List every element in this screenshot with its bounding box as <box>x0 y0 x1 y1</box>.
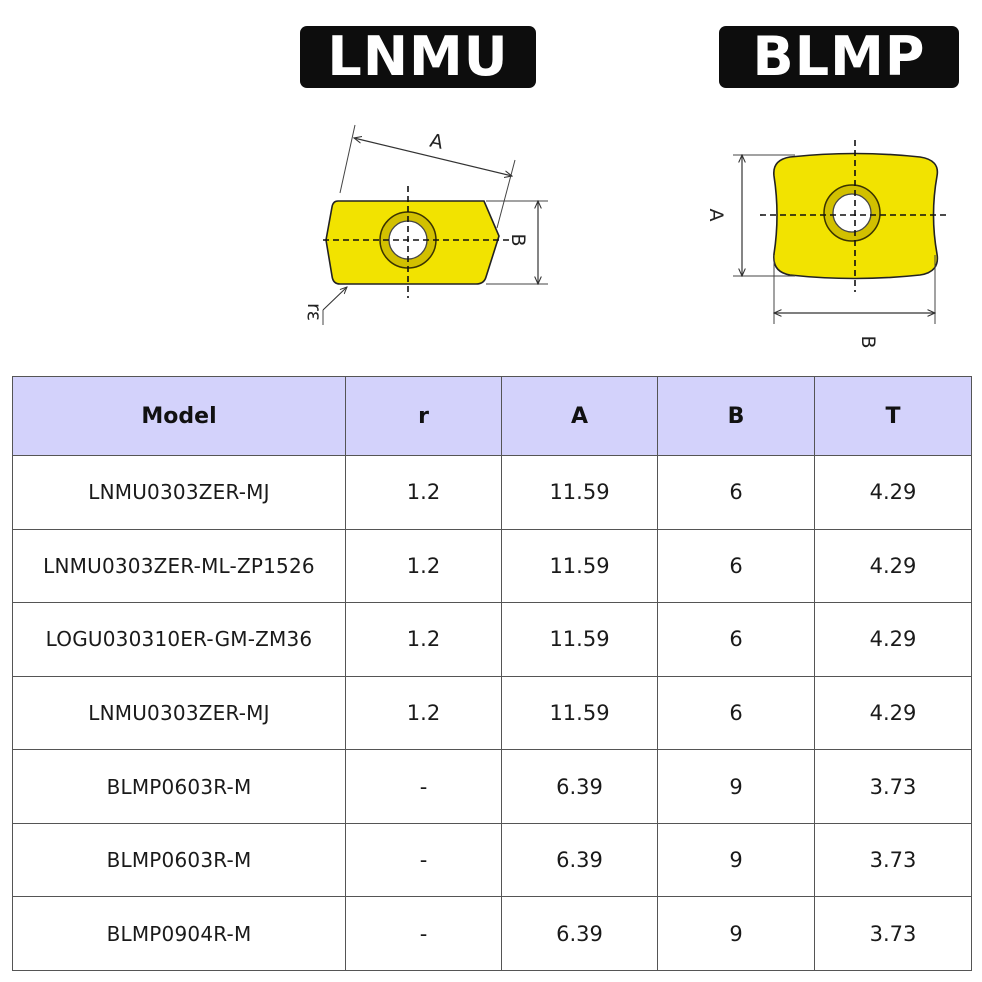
cell-t: 4.29 <box>814 602 972 677</box>
lnmu-dim-b-label: B <box>507 233 529 246</box>
blmp-hole <box>832 193 872 233</box>
table-row: LOGU030310ER-GM-ZM36 1.2 11.59 6 4.29 <box>12 602 972 677</box>
cell-b: 6 <box>657 455 815 530</box>
cell-r: 1.2 <box>345 675 502 751</box>
header-t: T <box>814 376 972 456</box>
cell-a: 6.39 <box>501 749 658 824</box>
insert-diagrams: A B rε A B <box>303 124 950 349</box>
table-row: LNMU0303ZER-MJ 1.2 11.59 6 4.29 <box>12 455 972 530</box>
cell-r: - <box>345 896 502 971</box>
cell-a: 11.59 <box>501 528 658 604</box>
cell-a: 6.39 <box>501 822 658 898</box>
lnmu-insert-diagram: A B rε <box>303 124 548 325</box>
cell-b: 6 <box>657 602 815 677</box>
blmp-dim-a-label: A <box>705 209 727 222</box>
cell-r: - <box>345 749 502 824</box>
cell-model: BLMP0603R-M <box>12 822 346 898</box>
cell-b: 9 <box>657 749 815 824</box>
cell-r: - <box>345 822 502 898</box>
header-a: A <box>501 376 658 456</box>
cell-t: 3.73 <box>814 822 972 898</box>
blmp-title-badge: BLMP <box>719 26 959 88</box>
cell-model: LNMU0303ZER-MJ <box>12 455 346 530</box>
table-row: BLMP0904R-M - 6.39 9 3.73 <box>12 896 972 971</box>
cell-r: 1.2 <box>345 455 502 530</box>
table-row: LNMU0303ZER-ML-ZP1526 1.2 11.59 6 4.29 <box>12 528 972 604</box>
cell-model: BLMP0603R-M <box>12 749 346 824</box>
cell-b: 6 <box>657 528 815 604</box>
cell-model: LOGU030310ER-GM-ZM36 <box>12 602 346 677</box>
cell-a: 11.59 <box>501 455 658 530</box>
lnmu-dim-a-label: A <box>428 130 445 154</box>
cell-model: LNMU0303ZER-ML-ZP1526 <box>12 528 346 604</box>
header-r: r <box>345 376 502 456</box>
cell-t: 4.29 <box>814 675 972 751</box>
lnmu-dim-r-label: rε <box>303 303 325 321</box>
cell-t: 4.29 <box>814 528 972 604</box>
cell-a: 6.39 <box>501 896 658 971</box>
header-model: Model <box>12 376 346 456</box>
cell-a: 11.59 <box>501 675 658 751</box>
cell-b: 9 <box>657 822 815 898</box>
cell-model: BLMP0904R-M <box>12 896 346 971</box>
cell-t: 3.73 <box>814 749 972 824</box>
cell-a: 11.59 <box>501 602 658 677</box>
cell-b: 9 <box>657 896 815 971</box>
cell-model: LNMU0303ZER-MJ <box>12 675 346 751</box>
lnmu-title-badge: LNMU <box>300 26 536 88</box>
cell-t: 4.29 <box>814 455 972 530</box>
blmp-insert-diagram: A B <box>705 140 950 349</box>
table-header-row: Model r A B T <box>12 376 972 456</box>
cell-r: 1.2 <box>345 602 502 677</box>
header-b: B <box>657 376 815 456</box>
blmp-dim-b-label: B <box>857 335 879 348</box>
cell-b: 6 <box>657 675 815 751</box>
table-row: LNMU0303ZER-MJ 1.2 11.59 6 4.29 <box>12 675 972 751</box>
spec-table: Model r A B T LNMU0303ZER-MJ 1.2 11.59 6… <box>12 376 972 971</box>
table-row: BLMP0603R-M - 6.39 9 3.73 <box>12 822 972 898</box>
cell-t: 3.73 <box>814 896 972 971</box>
table-row: BLMP0603R-M - 6.39 9 3.73 <box>12 749 972 824</box>
cell-r: 1.2 <box>345 528 502 604</box>
